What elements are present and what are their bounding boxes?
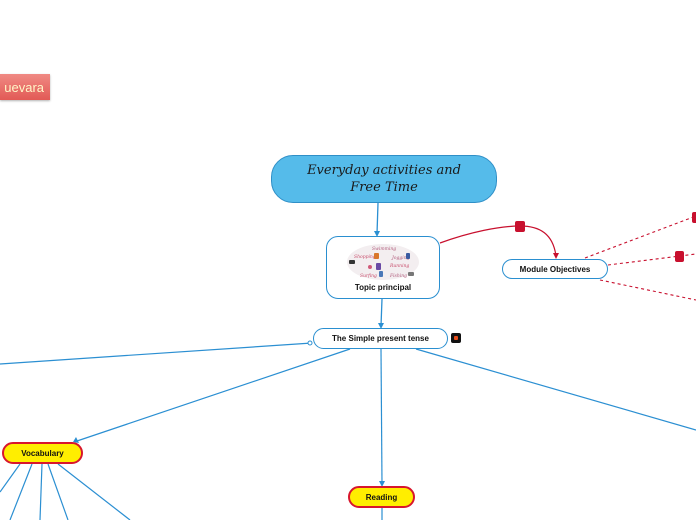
- dashed-branch-3: [600, 280, 696, 300]
- relation-marker: [515, 221, 525, 232]
- relation-marker: [675, 251, 684, 262]
- connector-present-left: [0, 343, 312, 364]
- reading-node[interactable]: Reading: [348, 486, 415, 508]
- author-tag-label: uevara: [4, 80, 44, 95]
- relation-marker: [692, 212, 696, 223]
- connector-present-right: [416, 349, 696, 430]
- topic-principal-label: Topic principal: [355, 283, 411, 292]
- central-topic-node[interactable]: Everyday activities and Free Time: [271, 155, 497, 203]
- svg-text:Surfing: Surfing: [360, 273, 377, 279]
- reading-label: Reading: [366, 493, 398, 502]
- svg-text:Fishing: Fishing: [389, 273, 407, 279]
- vocabulary-label: Vocabulary: [21, 449, 64, 458]
- connector-topic-objectives: [440, 226, 556, 256]
- connector-vocab-child-1: [0, 464, 20, 492]
- activities-image: Swimming Shopping Jogging Running Fishin…: [346, 243, 420, 281]
- simple-present-label: The Simple present tense: [332, 334, 429, 343]
- central-topic-title: Everyday activities and Free Time: [302, 162, 466, 196]
- module-objectives-label: Module Objectives: [520, 265, 591, 274]
- connector-vocab-child-3: [40, 464, 42, 520]
- author-tag[interactable]: uevara: [0, 74, 50, 100]
- svg-text:Shopping: Shopping: [354, 254, 376, 260]
- connector-topic-present: [381, 299, 382, 326]
- simple-present-node[interactable]: The Simple present tense: [313, 328, 448, 349]
- topic-principal-node[interactable]: Swimming Shopping Jogging Running Fishin…: [326, 236, 440, 299]
- connector-vocab-child-4: [48, 464, 68, 520]
- connector-root-topic: [377, 203, 378, 234]
- svg-text:Running: Running: [389, 263, 409, 269]
- connector-present-reading: [381, 349, 382, 484]
- vocabulary-node[interactable]: Vocabulary: [2, 442, 83, 464]
- note-icon[interactable]: [451, 333, 461, 343]
- connector-present-vocabulary: [77, 349, 350, 441]
- svg-text:Swimming: Swimming: [372, 246, 396, 252]
- module-objectives-node[interactable]: Module Objectives: [502, 259, 608, 279]
- connector-vocab-child-5: [58, 464, 130, 520]
